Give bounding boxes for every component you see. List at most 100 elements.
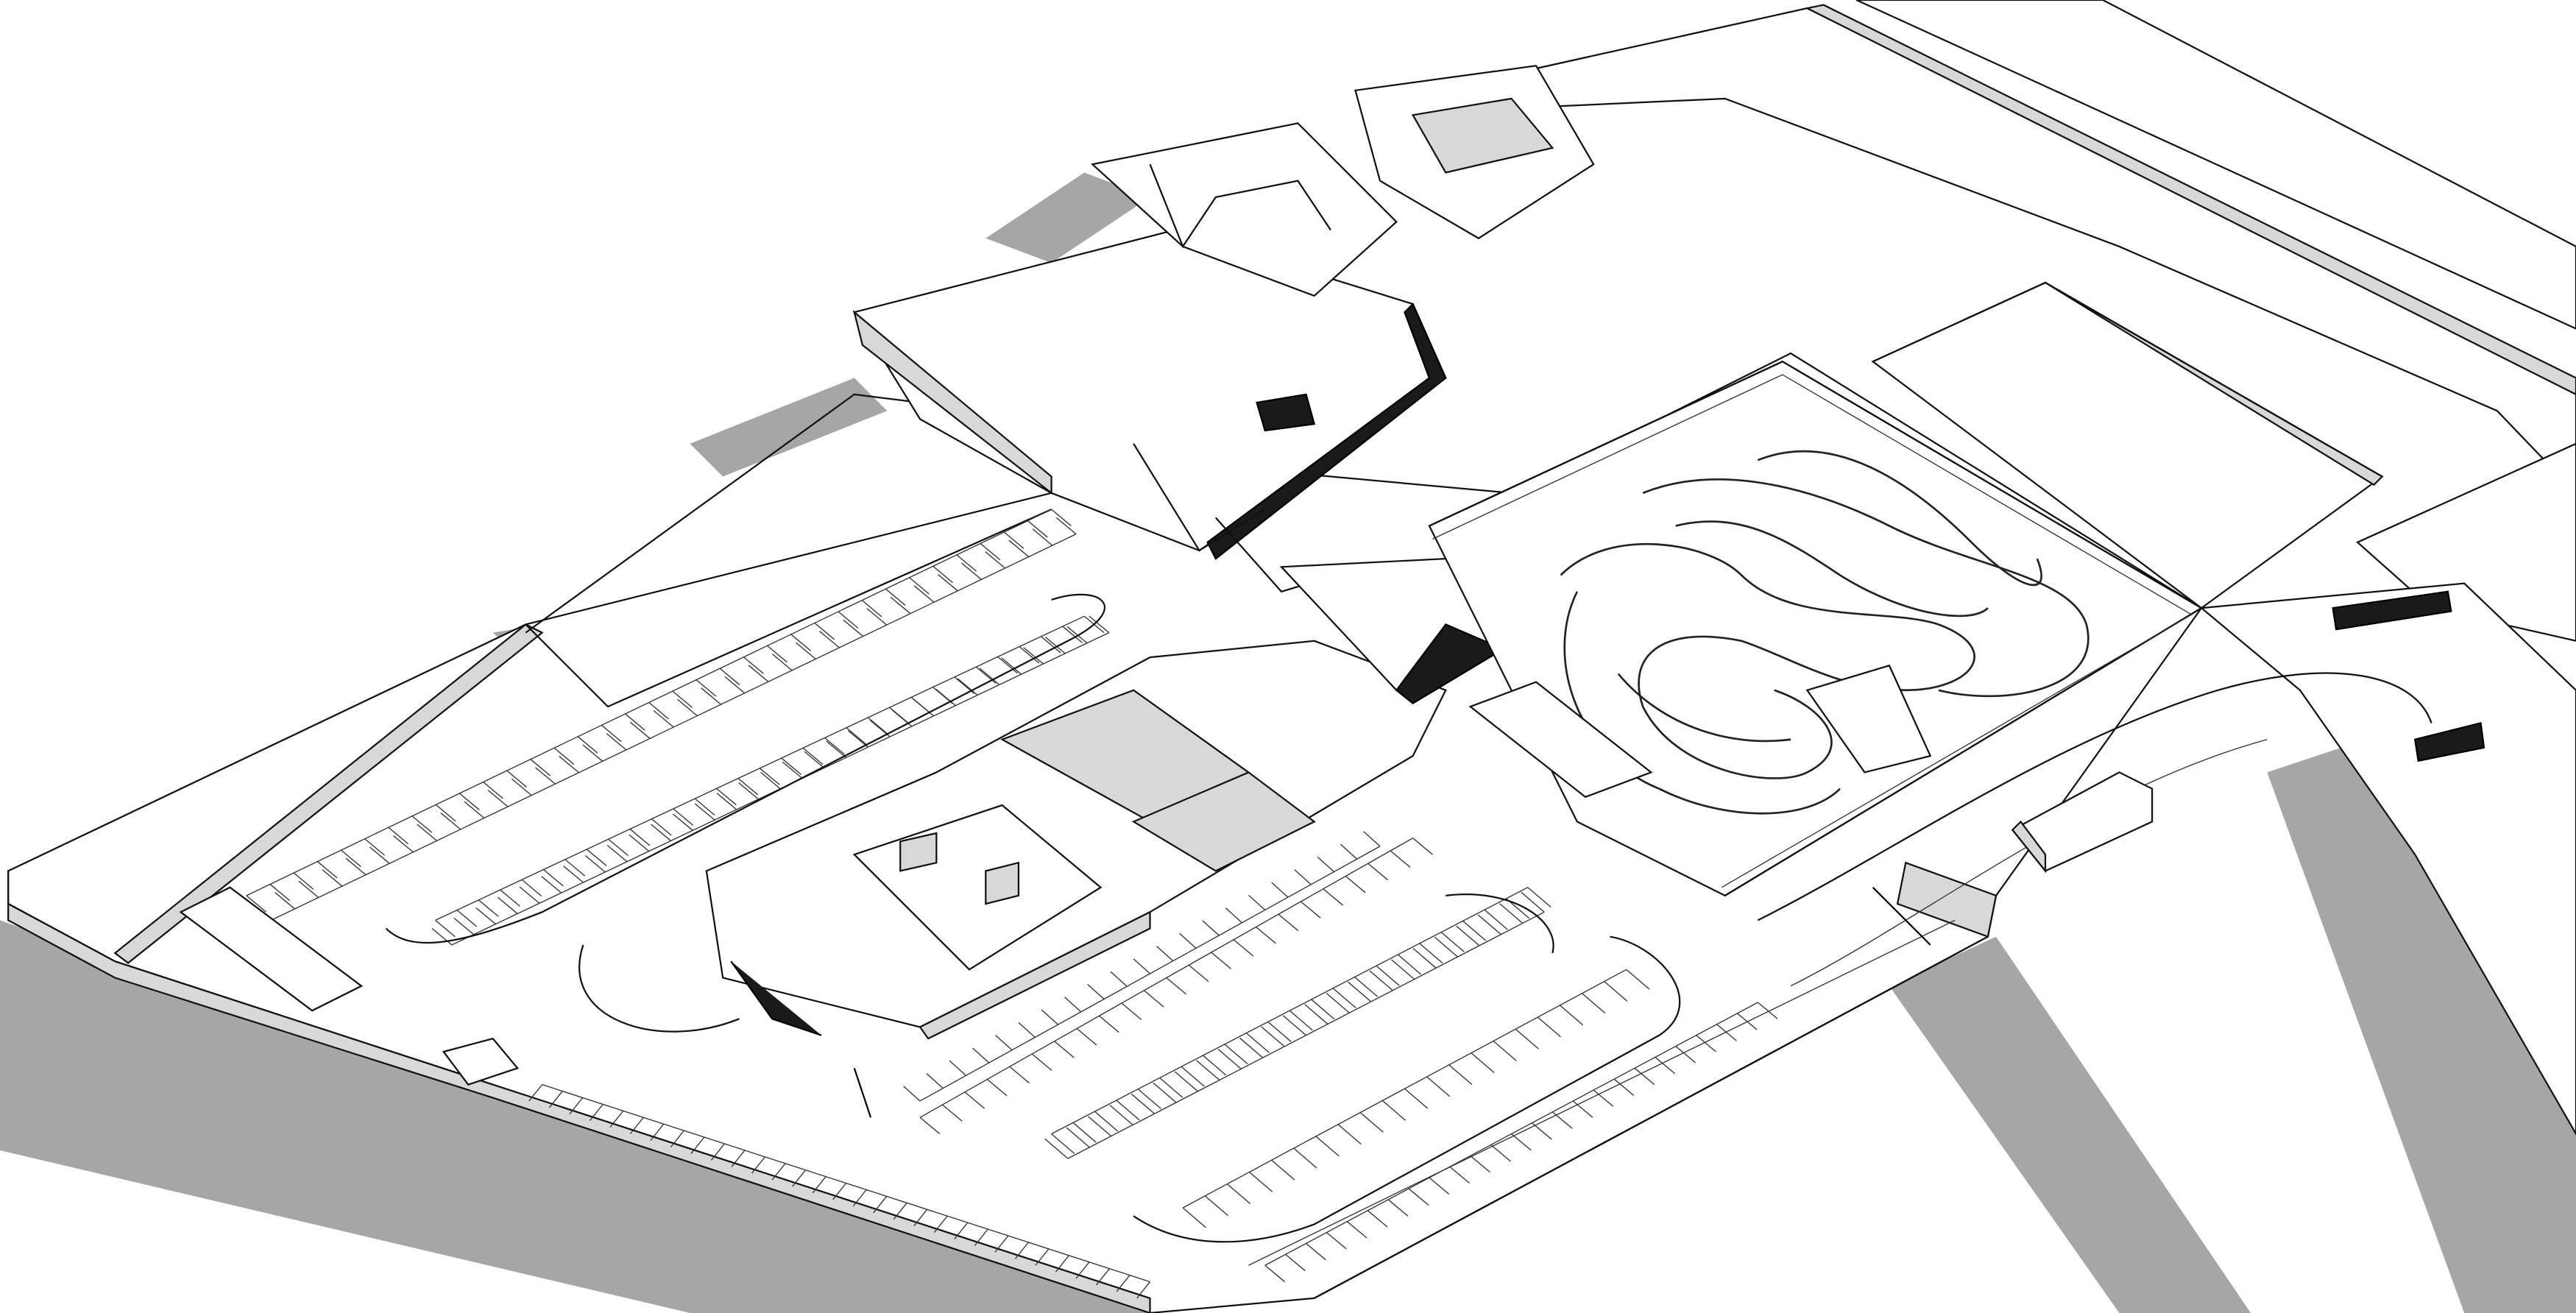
parking-stall-line [1055,1255,1069,1273]
parking-stall-line [1527,887,1551,908]
parking-stall-line [1626,969,1650,990]
parking-stall-line [848,730,868,748]
parking-stall-line [1311,999,1335,1020]
parking-stall-line [1032,528,1053,546]
parking-stall-line [861,600,882,617]
parking-stall-line [913,698,935,717]
parking-stall-line [957,678,978,696]
parking-stall-line [759,768,780,785]
parking-stall-line [804,751,825,768]
parking-stall-line [1326,992,1350,1013]
parking-stall-line [781,757,802,775]
parking-stall-line [731,1150,746,1167]
kart-track [1428,360,2204,897]
parking-stall-line [724,676,746,694]
parking-stall-line [814,622,835,640]
parking-stall-line [1419,943,1443,964]
parking-stall-line [1559,1005,1584,1026]
parking-stall-line [1348,981,1372,1002]
parking-stall-line [1196,1060,1220,1081]
parking-stall-line [1696,1035,1716,1052]
parking-stall-line [1412,948,1437,969]
parking-stall-line [1035,1248,1050,1266]
parking-stall-line [629,1116,644,1135]
parking-stall-line [964,1091,986,1109]
parking-stall-line [986,1079,1008,1097]
parking-stall-line [1153,1082,1177,1103]
parking-stall-line [1604,981,1628,1002]
parking-stall-line [316,861,338,879]
parking-stall-line [1099,1015,1119,1033]
parking-stall-line [1233,939,1254,957]
parking-stall-line [1434,936,1458,958]
parking-stall-line [1116,1100,1140,1121]
parking-stall-line [694,803,715,821]
parking-stall-line [609,1110,624,1128]
parking-stall-line [435,804,456,822]
parking-stall-line [701,687,721,705]
parking-stall-line [1072,1122,1097,1143]
parking-stall-line [1582,993,1606,1014]
parking-stall-line [1484,909,1508,930]
parking-stall-line [435,919,456,938]
parking-stall-line [1075,1261,1090,1279]
parking-stall-line [584,855,606,873]
parking-stall-line [650,1123,665,1141]
parking-stall-line [1245,1033,1270,1053]
parking-stall-line [1412,838,1433,855]
parking-stall-line [1511,1133,1532,1151]
parking-stall-line [738,782,759,800]
parking-stall-line [1737,1013,1758,1030]
parking-stall-line [1675,1046,1696,1064]
parking-stall-line [1397,954,1422,975]
parking-stall-line [1182,1207,1206,1228]
parking-stall-line [1367,1210,1388,1228]
parking-stall-line [885,588,906,606]
parking-stall-line [1408,1188,1429,1206]
parking-stall-line [269,883,291,902]
parking-stall-line [1003,531,1025,549]
parking-stall-line [1027,520,1048,538]
parking-stall-line [1376,965,1400,986]
parking-stall-line [1203,1055,1227,1076]
parking-stall-line [1271,1159,1295,1181]
parking-stall-line [956,554,977,572]
parking-stall-line [629,834,650,852]
parking-stall-line [582,744,604,762]
parking-stall-line [795,642,816,659]
parking-stall-line [1109,1105,1133,1125]
parking-stall-line [459,793,480,810]
parking-stall-line [298,880,319,899]
parking-stall-line [475,907,496,925]
parking-stall-line [1381,1100,1406,1121]
parking-stall-line [937,573,958,592]
parking-stall-line [293,872,314,890]
bottom-right-structures [179,771,2154,1086]
parking-stall-line [417,824,437,841]
parking-stall-line [1211,952,1231,969]
parking-stall-line [961,562,982,580]
parking-stall-line [997,656,1018,674]
parking-stall-line [1456,925,1480,946]
parking-stall-line [1337,1124,1362,1145]
roadways [385,593,2432,1243]
parking-stall-line [670,1130,684,1147]
parking-stall-line [913,1208,928,1227]
parking-stall-line [824,737,845,755]
parking-stall-line [608,838,629,857]
parking-stall-line [1367,863,1388,881]
parking-stall-line [1593,1089,1614,1107]
parking-stall-line [1087,983,1105,1000]
parking-stall-line [506,770,527,788]
parking-stall-line [629,721,651,739]
parking-stall-line [1532,1122,1552,1140]
parking-stall-line [1440,932,1465,952]
parking-stall-line [1490,1144,1511,1162]
parking-stall-line [411,815,433,833]
parking-stall-line [364,838,385,856]
parking-stall-line [673,808,694,826]
parking-stall-line [1613,1078,1635,1097]
parking-stall-line [1204,1195,1228,1217]
parking-stall-line [690,1136,705,1154]
parking-stall-line [1278,913,1299,932]
